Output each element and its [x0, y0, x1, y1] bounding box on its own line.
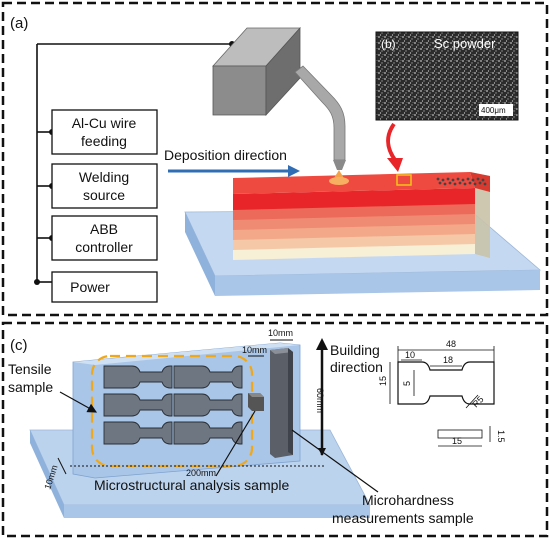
spec-5: 5: [402, 381, 412, 386]
deposition-direction-label: Deposition direction: [164, 147, 287, 163]
svg-text:feeding: feeding: [81, 133, 127, 149]
box-abb-controller: ABB controller: [51, 215, 158, 261]
specimen-drawing: 48 10 18 15 5 R5 15 1.5: [378, 339, 506, 447]
panel-a-label: (a): [10, 15, 28, 32]
tensile-label-line2: sample: [8, 379, 53, 395]
deposited-wall: [233, 172, 490, 260]
panel-a-frame: [1, 1, 549, 317]
building-direction-arrow: [316, 338, 328, 455]
box-power: Power: [51, 271, 158, 303]
tensile-pointer: [59, 391, 98, 413]
deposition-arrow: [168, 165, 300, 177]
svg-text:source: source: [83, 187, 125, 203]
dim-10mm-top: 10mm: [268, 328, 293, 338]
svg-text:Power: Power: [70, 279, 110, 295]
panel-c-label: (c): [10, 337, 28, 354]
dim-10mm-side: 10mm: [242, 345, 267, 355]
red-pointer-arrow: [386, 122, 403, 172]
box-wire-feeding: Al-Cu wire feeding: [51, 109, 158, 155]
microhardness-sample: [270, 348, 293, 458]
dim-60mm: 60mm: [315, 388, 325, 413]
panel-b-label: (b): [381, 37, 396, 51]
micro-analysis-pointer: [215, 410, 256, 477]
svg-text:ABB: ABB: [90, 221, 118, 237]
spec-15: 15: [378, 376, 388, 386]
microhardness-label-line1: Microhardness: [362, 492, 454, 508]
welding-torch: [212, 26, 349, 185]
svg-text:Welding: Welding: [79, 169, 129, 185]
svg-text:controller: controller: [75, 239, 133, 255]
panel-c-frame: [1, 321, 549, 538]
microhardness-pointer: [291, 429, 379, 493]
spec-48: 48: [446, 339, 456, 349]
spec-10: 10: [405, 350, 415, 360]
microhardness-label-line2: measurements sample: [332, 510, 474, 526]
scale-bar-label: 400μm: [481, 106, 506, 115]
dim-200mm: 200mm: [186, 468, 216, 478]
spec-18: 18: [443, 355, 453, 365]
box-welding-source: Welding source: [51, 163, 158, 209]
spec-1-5: 1.5: [496, 430, 506, 443]
spec-15b: 15: [452, 436, 462, 446]
tensile-label-line1: Tensile: [8, 361, 52, 377]
sc-powder-label: Sc powder: [434, 36, 496, 51]
microstructure-sample: [248, 393, 264, 411]
sem-inset: (b) Sc powder 400μm: [375, 31, 519, 121]
building-direction-line1: Building: [330, 342, 380, 358]
micro-analysis-label: Microstructural analysis sample: [94, 477, 289, 493]
building-direction-line2: direction: [330, 359, 383, 375]
svg-text:Al-Cu wire: Al-Cu wire: [72, 115, 137, 131]
tensile-samples: [103, 365, 243, 445]
